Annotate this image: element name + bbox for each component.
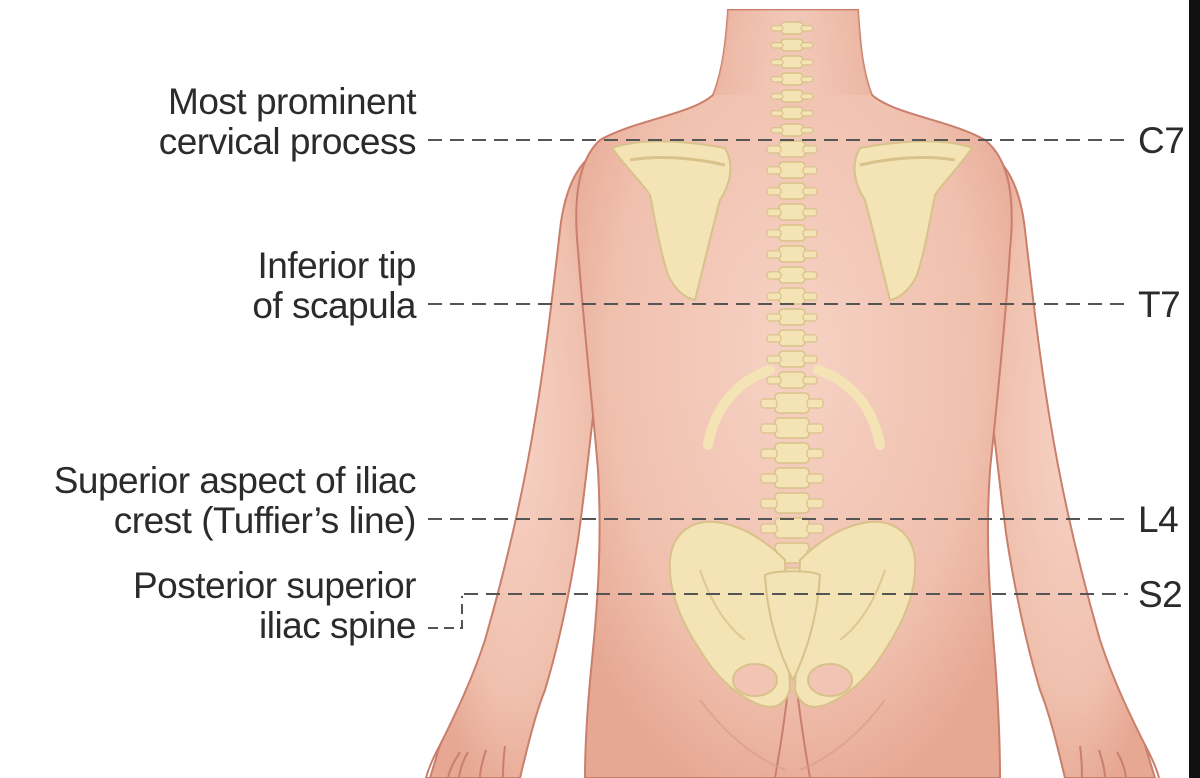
vertebra-3-transverse-process-right xyxy=(801,77,813,82)
vertebra-11-transverse-process-left xyxy=(767,230,781,237)
vertebra-17 xyxy=(779,351,805,367)
vertebra-6-transverse-process-right xyxy=(801,128,813,133)
vertebra-10-transverse-process-left xyxy=(767,209,781,216)
vertebra-5-transverse-process-left xyxy=(771,111,783,116)
vertebra-14-transverse-process-right xyxy=(803,293,817,300)
vertebra-24 xyxy=(775,518,809,538)
left-arm xyxy=(430,150,600,778)
vertebra-9-transverse-process-right xyxy=(803,188,817,195)
vertebra-10 xyxy=(779,204,805,220)
right-obturator-foramen xyxy=(808,664,852,696)
vertebra-19-transverse-process-right xyxy=(807,399,823,408)
vertebra-1-transverse-process-right xyxy=(801,43,813,48)
vertebra-20-transverse-process-left xyxy=(761,424,777,433)
level-label-s2: S2 xyxy=(1138,575,1182,615)
vertebra-3 xyxy=(781,73,803,85)
vertebra-12-transverse-process-left xyxy=(767,251,781,258)
vertebra-11-transverse-process-right xyxy=(803,230,817,237)
vertebra-23-transverse-process-left xyxy=(761,499,777,508)
vertebra-8-transverse-process-right xyxy=(803,167,817,174)
vertebra-13-transverse-process-left xyxy=(767,272,781,279)
vertebra-15 xyxy=(779,309,805,325)
vertebra-24-transverse-process-left xyxy=(761,524,777,533)
vertebra-1-transverse-process-left xyxy=(771,43,783,48)
landmark-label-c7-line-2: cervical process xyxy=(159,122,416,162)
vertebra-1 xyxy=(781,39,803,51)
vertebra-0 xyxy=(781,22,803,34)
vertebra-6-transverse-process-left xyxy=(771,128,783,133)
landmark-label-c7-line-1: Most prominent xyxy=(159,82,416,122)
vertebra-2-transverse-process-right xyxy=(801,60,813,65)
vertebra-15-transverse-process-right xyxy=(803,314,817,321)
vertebra-9 xyxy=(779,183,805,199)
level-label-t7: T7 xyxy=(1138,285,1180,325)
vertebra-4-transverse-process-left xyxy=(771,94,783,99)
vertebra-6 xyxy=(781,124,803,136)
vertebra-12 xyxy=(779,246,805,262)
landmark-label-s2: Posterior superior iliac spine xyxy=(133,566,416,646)
vertebra-13-transverse-process-right xyxy=(803,272,817,279)
vertebra-4 xyxy=(781,90,803,102)
vertebra-2 xyxy=(781,56,803,68)
vertebra-12-transverse-process-right xyxy=(803,251,817,258)
landmark-label-c7: Most prominent cervical process xyxy=(159,82,416,162)
level-label-c7: C7 xyxy=(1138,121,1184,161)
vertebra-18-transverse-process-right xyxy=(803,377,817,384)
vertebra-2-transverse-process-left xyxy=(771,60,783,65)
vertebra-20-transverse-process-right xyxy=(807,424,823,433)
landmark-label-t7: Inferior tip of scapula xyxy=(252,246,416,326)
vertebra-22-transverse-process-right xyxy=(807,474,823,483)
vertebra-11 xyxy=(779,225,805,241)
vertebra-20 xyxy=(775,418,809,438)
left-obturator-foramen xyxy=(733,664,777,696)
vertebra-16-transverse-process-right xyxy=(803,335,817,342)
landmark-label-s2-line-1: Posterior superior xyxy=(133,566,416,606)
vertebra-13 xyxy=(779,267,805,283)
vertebra-7 xyxy=(779,141,805,157)
vertebra-4-transverse-process-right xyxy=(801,94,813,99)
vertebra-21 xyxy=(775,443,809,463)
vertebra-23 xyxy=(775,493,809,513)
vertebra-14 xyxy=(779,288,805,304)
vertebra-7-transverse-process-left xyxy=(767,146,781,153)
vertebra-21-transverse-process-left xyxy=(761,449,777,458)
landmark-label-t7-line-2: of scapula xyxy=(252,286,416,326)
vertebra-19 xyxy=(775,393,809,413)
landmark-label-l4: Superior aspect of iliac crest (Tuffier’… xyxy=(54,461,416,541)
vertebra-24-transverse-process-right xyxy=(807,524,823,533)
vertebra-7-transverse-process-right xyxy=(803,146,817,153)
vertebra-0-transverse-process-right xyxy=(801,26,813,31)
vertebra-22-transverse-process-left xyxy=(761,474,777,483)
vertebra-23-transverse-process-right xyxy=(807,499,823,508)
vertebra-16-transverse-process-left xyxy=(767,335,781,342)
vertebra-0-transverse-process-left xyxy=(771,26,783,31)
landmark-label-s2-line-2: iliac spine xyxy=(133,606,416,646)
vertebra-3-transverse-process-left xyxy=(771,77,783,82)
vertebra-9-transverse-process-left xyxy=(767,188,781,195)
vertebra-18 xyxy=(779,372,805,388)
vertebra-8-transverse-process-left xyxy=(767,167,781,174)
vertebra-17-transverse-process-right xyxy=(803,356,817,363)
vertebra-16 xyxy=(779,330,805,346)
landmark-label-t7-line-1: Inferior tip xyxy=(252,246,416,286)
landmark-label-l4-line-2: crest (Tuffier’s line) xyxy=(54,501,416,541)
right-edge-bar xyxy=(1189,0,1200,778)
s2-leader-connector xyxy=(428,596,462,628)
vertebra-19-transverse-process-left xyxy=(761,399,777,408)
vertebra-5-transverse-process-right xyxy=(801,111,813,116)
vertebra-22 xyxy=(775,468,809,488)
vertebra-8 xyxy=(779,162,805,178)
level-label-l4: L4 xyxy=(1138,500,1178,540)
vertebra-17-transverse-process-left xyxy=(767,356,781,363)
vertebra-10-transverse-process-right xyxy=(803,209,817,216)
vertebra-15-transverse-process-left xyxy=(767,314,781,321)
vertebra-21-transverse-process-right xyxy=(807,449,823,458)
vertebra-5 xyxy=(781,107,803,119)
vertebra-18-transverse-process-left xyxy=(767,377,781,384)
landmark-label-l4-line-1: Superior aspect of iliac xyxy=(54,461,416,501)
vertebra-14-transverse-process-left xyxy=(767,293,781,300)
